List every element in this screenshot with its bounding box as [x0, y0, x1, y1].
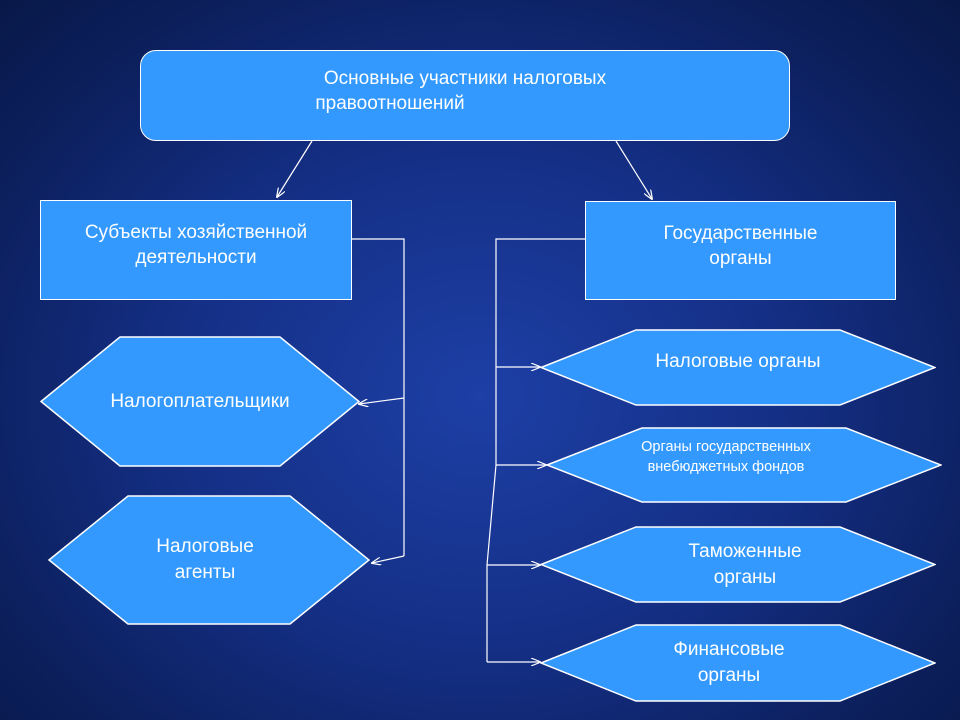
right-bracket-line	[495, 238, 585, 465]
left-branch-node: Субъекты хозяйственной деятельности	[40, 200, 352, 300]
hex-extrabudgetary-funds: Органы государственных внебюджетных фонд…	[546, 427, 942, 503]
hex-taxpayers: Налогоплательщики	[40, 336, 360, 467]
hex-extrabudgetary-funds-line1: Органы государственных	[641, 439, 811, 456]
root-label-line1: Основные участники налоговых	[323, 67, 607, 89]
hex-financial-authorities-line2: органы	[697, 665, 761, 686]
hex-financial-authorities-line1: Финансовые	[673, 639, 785, 661]
hex-taxpayers-line1: Налогоплательщики	[110, 390, 290, 412]
arrow-root-to-left	[277, 140, 313, 197]
arrow-to-tax-agents	[372, 555, 405, 563]
right-branch-label-line2: органы	[709, 247, 772, 269]
hex-financial-authorities: Финансовые органы	[540, 624, 936, 702]
hex-tax-agents-line1: Налоговые	[156, 536, 254, 558]
right-branch-label-line1: Государственные	[663, 223, 818, 244]
right-branch-node: Государственные органы	[585, 201, 896, 300]
hex-tax-authorities-line1: Налоговые органы	[655, 350, 821, 372]
arrow-root-to-right	[615, 140, 652, 199]
left-branch-label-line2: деятельности	[135, 246, 257, 268]
root-label-line2: правоотношений	[315, 92, 465, 114]
hex-customs: Таможенные органы	[540, 526, 936, 603]
hex-customs-line1: Таможенные	[688, 540, 802, 562]
left-branch-label-line1: Субъекты хозяйственной	[84, 222, 308, 243]
hex-tax-authorities: Налоговые органы	[540, 329, 936, 406]
hex-tax-agents: Налоговые агенты	[48, 495, 370, 625]
hex-customs-line2: органы	[713, 566, 777, 588]
hex-extrabudgetary-funds-line2: внебюджетных фондов	[647, 459, 805, 475]
arrow-to-taxpayers	[359, 397, 405, 404]
hex-tax-agents-line2: агенты	[174, 562, 236, 583]
right-bracket-lower-line	[486, 464, 497, 662]
root-node: Основные участники налоговых правоотноше…	[140, 50, 790, 141]
left-bracket-line	[352, 238, 405, 556]
